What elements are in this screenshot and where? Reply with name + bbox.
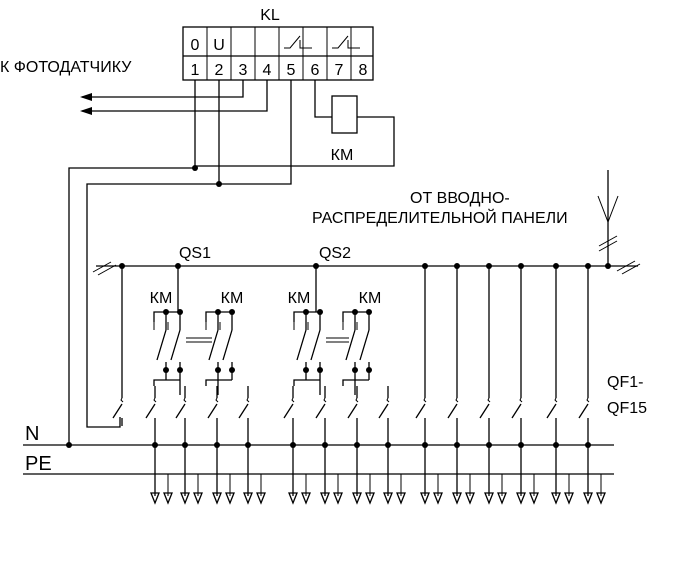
qs1-label: QS1 [179, 245, 211, 262]
relay-kl: KL 0 U 1 2 3 4 5 6 7 8 [182, 7, 374, 81]
pin-3: 3 [239, 62, 248, 79]
relay-contact-symbol-2 [332, 35, 360, 49]
relay-title: KL [260, 7, 280, 24]
breaker-qf5 [238, 386, 266, 505]
breaker-qf11 [447, 266, 475, 505]
pin-8: 8 [359, 62, 368, 79]
breaker-qf15 [578, 266, 606, 505]
relay-cell-1: 0 [191, 37, 200, 54]
km-label-2: КМ [221, 290, 244, 307]
qf-label-2: QF15 [607, 400, 647, 417]
coil-label: КМ [331, 147, 354, 164]
relay-contact-symbol-1 [284, 35, 312, 49]
contactor-assemblies [153, 266, 372, 395]
pin-2: 2 [215, 62, 224, 79]
contactor-group-qs2 [293, 266, 372, 395]
photo-sensor-leads: К ФОТОДАТЧИКУ [0, 59, 268, 115]
neutral-pe-bus: N PE [23, 423, 614, 475]
coil-box [331, 95, 358, 134]
relay-cell-2: U [213, 37, 225, 54]
main-busbar [92, 260, 641, 276]
km-label-3: КМ [288, 290, 311, 307]
breaker-qf6 [283, 386, 311, 505]
breaker-qf13 [511, 266, 539, 505]
breaker-qf12 [479, 266, 507, 505]
breaker-qf3 [175, 386, 203, 505]
arrow-head-1 [80, 93, 92, 101]
breaker-qf7 [315, 386, 343, 505]
breaker-qf2 [145, 386, 173, 505]
contactor-group-qs1 [153, 266, 235, 395]
breaker-qf1 [112, 266, 124, 426]
qs2-label: QS2 [319, 245, 351, 262]
breaker-qf4 [207, 386, 235, 505]
breaker-qf8 [347, 386, 375, 505]
pin-1: 1 [191, 62, 200, 79]
breakers-qf1-qf15 [112, 266, 606, 505]
pin-7: 7 [335, 62, 344, 79]
control-wiring [68, 80, 292, 445]
breaker-qf9 [378, 386, 406, 505]
arrow-head-2 [80, 107, 92, 115]
photo-sensor-label: К ФОТОДАТЧИКУ [0, 59, 132, 76]
breaker-qf14 [546, 266, 574, 505]
qf-label-1: QF1- [607, 374, 643, 391]
pin-5: 5 [287, 62, 296, 79]
source-input: ОТ ВВОДНО- РАСПРЕДЕЛИТЕЛЬНОЙ ПАНЕЛИ [312, 170, 619, 266]
km-label-1: КМ [150, 290, 173, 307]
source-label-2: РАСПРЕДЕЛИТЕЛЬНОЙ ПАНЕЛИ [312, 208, 568, 227]
source-label-1: ОТ ВВОДНО- [410, 190, 510, 207]
breaker-qf10 [415, 266, 443, 505]
pe-label: PE [25, 453, 52, 475]
neutral-label: N [25, 423, 39, 445]
pin-6: 6 [311, 62, 320, 79]
km-label-4: КМ [359, 290, 382, 307]
pin-4: 4 [263, 62, 272, 79]
km-coil: КМ [195, 80, 395, 167]
